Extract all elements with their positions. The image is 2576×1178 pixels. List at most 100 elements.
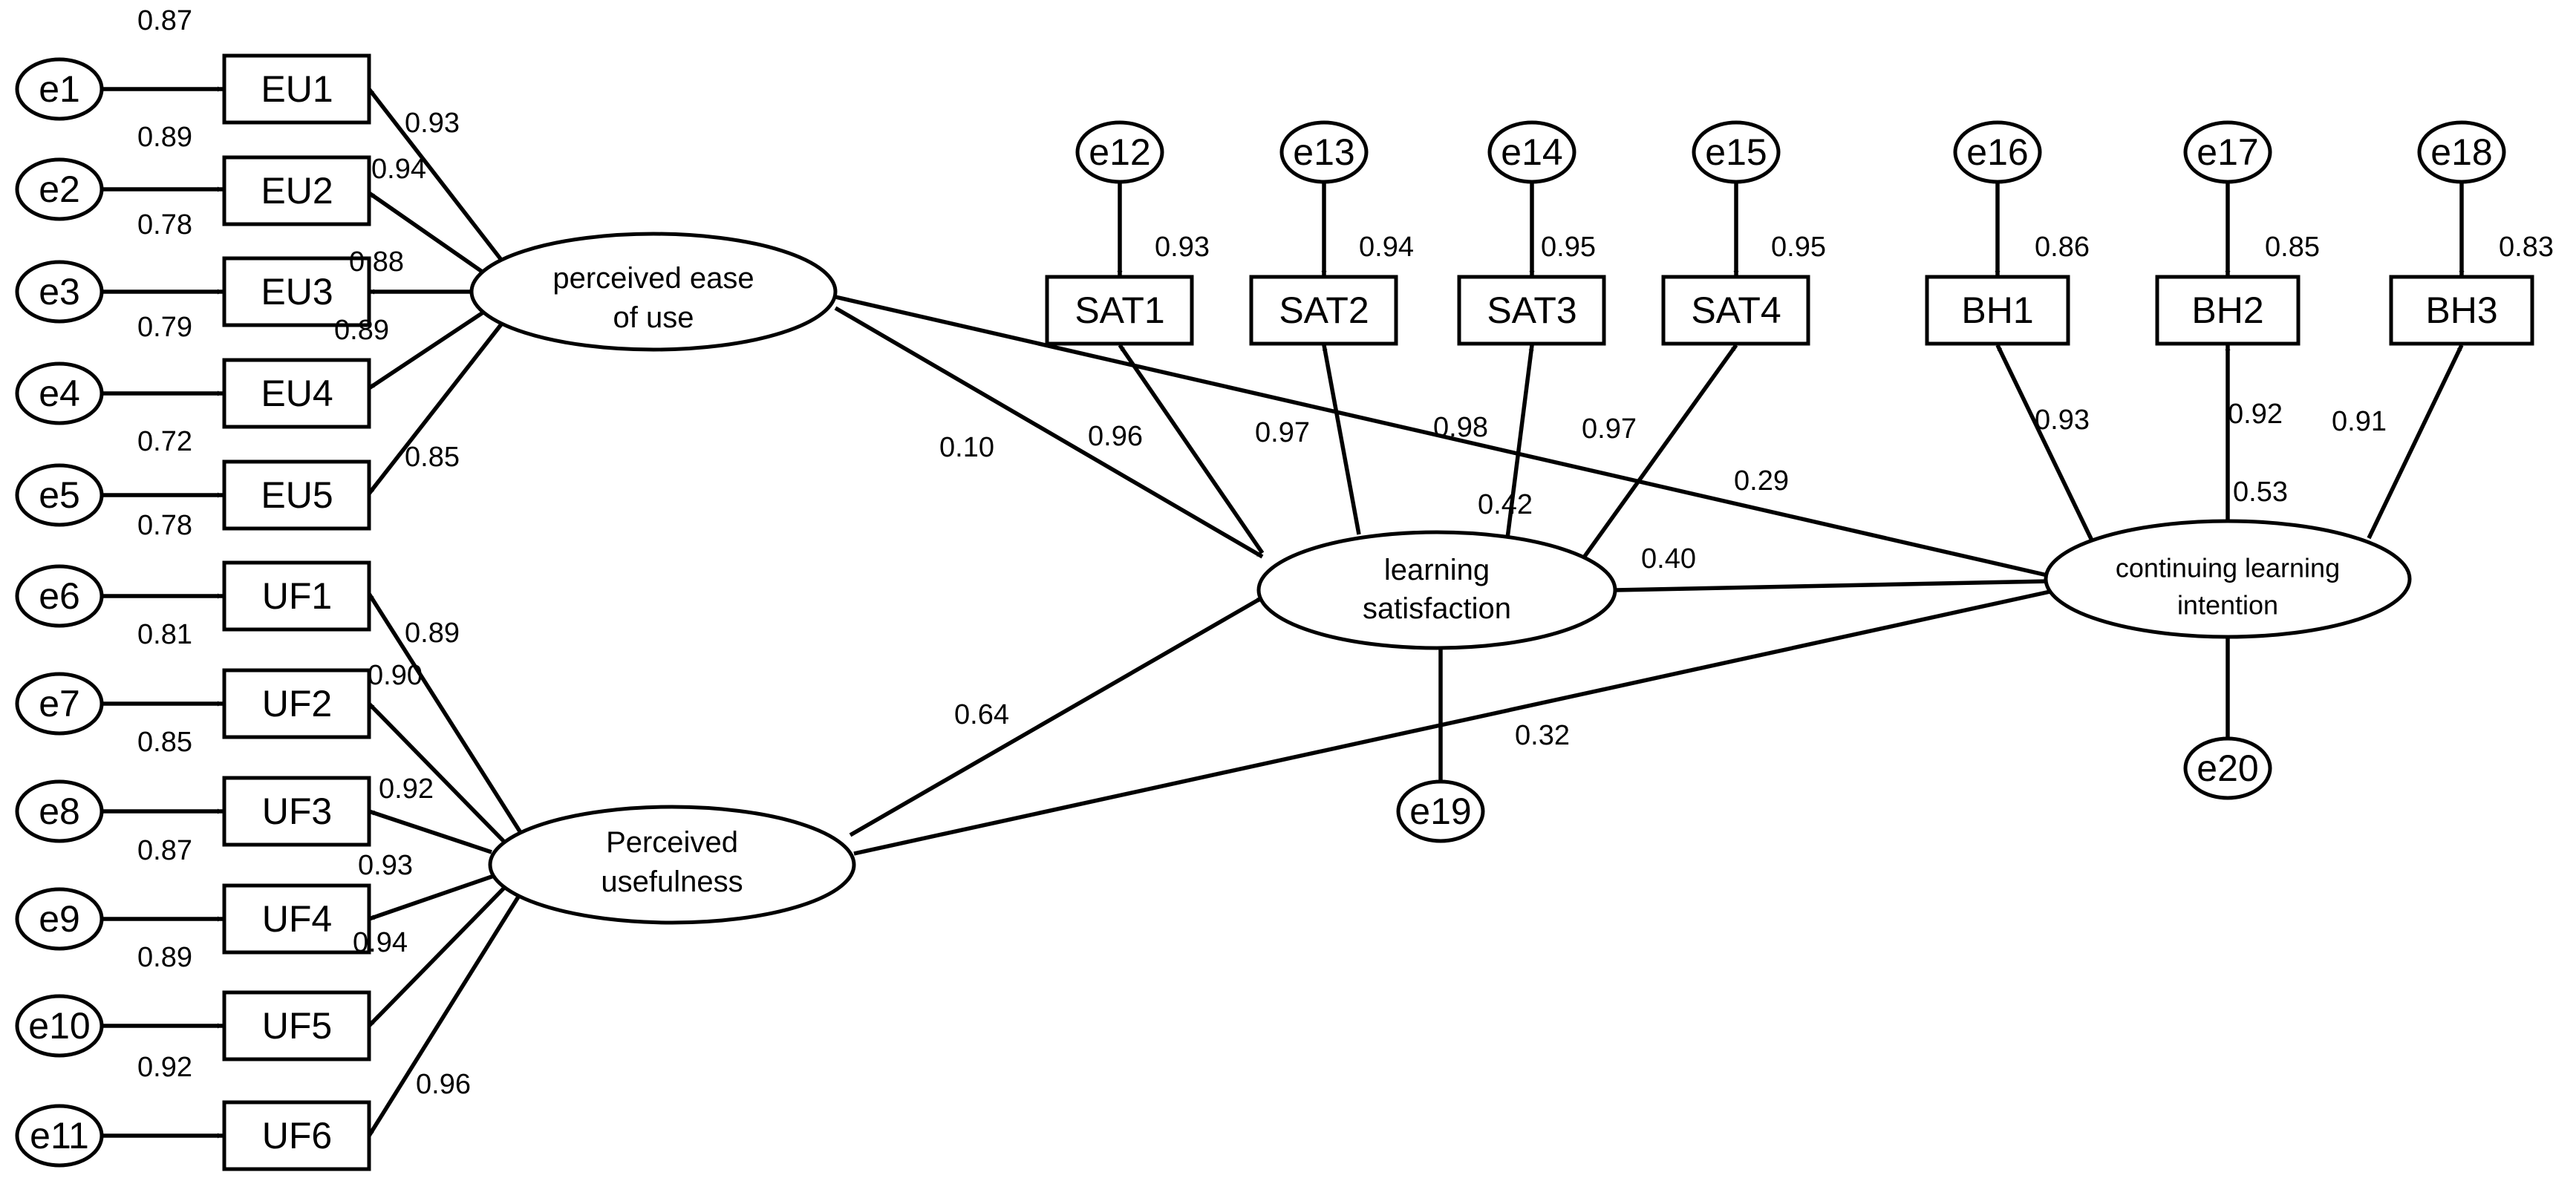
error-e3-label: e3 bbox=[39, 271, 80, 313]
error-e4: e4 bbox=[15, 361, 104, 425]
path-arrows bbox=[102, 86, 2465, 1139]
box-eu4-label: EU4 bbox=[261, 373, 333, 414]
loading-eu3: 0.88 bbox=[349, 246, 404, 278]
arrow-ls-sat2 bbox=[1322, 344, 1361, 535]
error-e9-label: e9 bbox=[39, 898, 80, 940]
loading-sat2: 0.97 bbox=[1255, 417, 1310, 448]
error-e18: e18 bbox=[2417, 120, 2506, 184]
latent-perceived-ease-of-use: perceived ease of use bbox=[469, 232, 838, 352]
error-e14: e14 bbox=[1487, 120, 1576, 184]
loading-uf2: 0.90 bbox=[368, 660, 423, 691]
latent-perceived-usefulness: Perceived usefulness bbox=[488, 805, 856, 925]
error-e1: e1 bbox=[15, 57, 104, 121]
box-eu5-label: EU5 bbox=[261, 474, 333, 516]
r2-bh1: 0.86 bbox=[2035, 232, 2090, 263]
arrow-pu-uf6 bbox=[367, 893, 522, 1137]
box-sat1-label: SAT1 bbox=[1075, 289, 1164, 331]
box-bh2: BH2 bbox=[2155, 275, 2301, 346]
error-e7: e7 bbox=[15, 672, 104, 736]
arrow-pu-uf5 bbox=[368, 884, 508, 1027]
box-bh3: BH3 bbox=[2389, 275, 2534, 346]
box-sat4: SAT4 bbox=[1661, 275, 1810, 346]
r2-uf6: 0.92 bbox=[137, 1052, 192, 1083]
r2-uf3: 0.85 bbox=[137, 727, 192, 758]
loading-sat3: 0.98 bbox=[1433, 412, 1488, 443]
arrow-pu-uf2 bbox=[368, 702, 506, 844]
observed-indicators: EU1 EU2 EU3 EU4 EU5 UF1 UF2 UF3 UF4 UF5 … bbox=[222, 53, 2534, 1171]
box-uf4: UF4 bbox=[222, 883, 371, 955]
error-e2-label: e2 bbox=[39, 168, 80, 210]
error-e2: e2 bbox=[15, 157, 104, 221]
arrow-pu-uf3 bbox=[368, 809, 492, 854]
r2-learning-satisfaction: 0.42 bbox=[1478, 489, 1533, 520]
latent-learning-satisfaction: learning satisfaction bbox=[1256, 530, 1617, 650]
box-sat3-label: SAT3 bbox=[1487, 289, 1576, 331]
r2-bh2: 0.85 bbox=[2265, 232, 2320, 263]
box-sat2-label: SAT2 bbox=[1279, 289, 1369, 331]
box-bh1: BH1 bbox=[1925, 275, 2070, 346]
box-uf3-label: UF3 bbox=[262, 791, 332, 832]
r2-sat4: 0.95 bbox=[1771, 232, 1826, 263]
error-e6-label: e6 bbox=[39, 575, 80, 617]
path-pu-ls: 0.64 bbox=[954, 699, 1009, 730]
arrow-ls-sat1 bbox=[1118, 344, 1265, 554]
r2-uf4: 0.87 bbox=[137, 835, 192, 866]
arrow-cli-bh3 bbox=[2367, 344, 2464, 540]
error-e15-label: e15 bbox=[1705, 131, 1767, 173]
latent-peou-line1: perceived ease bbox=[552, 262, 754, 295]
arrow-peou-eu4 bbox=[368, 308, 488, 390]
error-e13: e13 bbox=[1279, 120, 1369, 184]
arrow-peou-ls bbox=[834, 306, 1264, 559]
box-eu1-label: EU1 bbox=[261, 68, 333, 110]
arrow-pu-cli bbox=[853, 588, 2058, 856]
arrow-peou-eu1 bbox=[367, 88, 503, 261]
loading-sat1: 0.96 bbox=[1088, 421, 1143, 452]
error-e13-label: e13 bbox=[1293, 131, 1354, 173]
box-bh2-label: BH2 bbox=[2191, 289, 2263, 331]
path-peou-cli: 0.29 bbox=[1734, 465, 1789, 497]
box-uf5-label: UF5 bbox=[262, 1005, 332, 1047]
error-e18-label: e18 bbox=[2430, 131, 2492, 173]
r2-eu3: 0.78 bbox=[137, 209, 192, 240]
loading-uf5: 0.94 bbox=[353, 927, 408, 958]
loading-bh2: 0.92 bbox=[2228, 399, 2283, 430]
coefficient-labels: 0.87 0.89 0.78 0.79 0.72 0.78 0.81 0.85 … bbox=[137, 5, 2554, 1100]
box-eu2-label: EU2 bbox=[261, 170, 333, 212]
error-e12-label: e12 bbox=[1089, 131, 1150, 173]
error-e5-label: e5 bbox=[39, 474, 80, 516]
box-uf3: UF3 bbox=[222, 776, 371, 847]
path-pu-cli: 0.32 bbox=[1515, 720, 1570, 751]
r2-eu4: 0.79 bbox=[137, 312, 192, 343]
latent-cli-line2: intention bbox=[2177, 590, 2278, 621]
box-sat1: SAT1 bbox=[1045, 275, 1194, 346]
box-sat3: SAT3 bbox=[1457, 275, 1606, 346]
latent-peou-line2: of use bbox=[613, 301, 694, 334]
arrow-pu-ls bbox=[849, 595, 1264, 837]
box-bh3-label: BH3 bbox=[2425, 289, 2497, 331]
loading-eu4: 0.89 bbox=[334, 315, 389, 346]
error-e8: e8 bbox=[15, 779, 104, 843]
error-e20-label: e20 bbox=[2197, 747, 2258, 789]
box-uf1: UF1 bbox=[222, 560, 371, 632]
latent-ls-line1: learning bbox=[1384, 554, 1490, 586]
loading-eu1: 0.93 bbox=[405, 108, 460, 139]
r2-eu2: 0.89 bbox=[137, 122, 192, 153]
error-e15: e15 bbox=[1692, 120, 1781, 184]
error-e16-label: e16 bbox=[1966, 131, 2028, 173]
loading-uf6: 0.96 bbox=[416, 1069, 471, 1100]
box-bh1-label: BH1 bbox=[1961, 289, 2033, 331]
r2-bh3: 0.83 bbox=[2499, 232, 2554, 263]
r2-eu1: 0.87 bbox=[137, 5, 192, 36]
error-e17: e17 bbox=[2183, 120, 2272, 184]
loading-eu2: 0.94 bbox=[371, 154, 426, 185]
arrow-ls-sat3 bbox=[1505, 344, 1534, 539]
box-eu3: EU3 bbox=[222, 256, 371, 327]
error-e16: e16 bbox=[1953, 120, 2042, 184]
error-e8-label: e8 bbox=[39, 791, 80, 832]
box-sat4-label: SAT4 bbox=[1691, 289, 1781, 331]
r2-sat3: 0.95 bbox=[1541, 232, 1596, 263]
box-eu5: EU5 bbox=[222, 459, 371, 531]
latent-continuing-learning-intention: continuing learning intention bbox=[2044, 519, 2412, 639]
error-e10-label: e10 bbox=[28, 1005, 90, 1047]
